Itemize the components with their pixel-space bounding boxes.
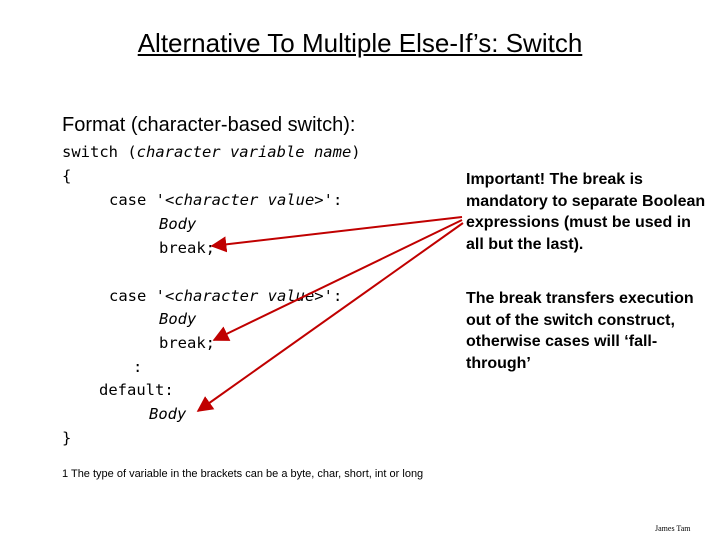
code-line-case-1: case '<character value>': — [109, 188, 342, 212]
code-line-body-1: Body — [159, 215, 197, 233]
code-line-default: default: — [99, 381, 174, 399]
switch-argument: character variable name — [136, 143, 352, 161]
note-break-mandatory: Important! The break is mandatory to sep… — [466, 171, 706, 253]
arrow-to-default-body — [196, 222, 464, 412]
slide-title: Alternative To Multiple Else-If’s: Switc… — [137, 28, 583, 58]
switch-close-paren: ) — [351, 143, 361, 161]
code-line-switch: switch (character variable name) — [62, 140, 361, 164]
case-keyword: case ' — [109, 191, 165, 209]
arrow-to-break-1 — [210, 216, 463, 253]
code-line-body-3: Body — [149, 405, 187, 423]
case-keyword: case ' — [109, 287, 165, 305]
code-line-body-2: Body — [159, 310, 197, 328]
case-end: ': — [323, 191, 343, 209]
format-subtitle: Format (character-based switch): — [62, 114, 356, 136]
code-line-open-brace: { — [62, 167, 72, 185]
case-value: <character value> — [165, 191, 324, 209]
note-break-transfers: The break transfers execution out of the… — [466, 290, 694, 372]
footnote: 1 The type of variable in the brackets c… — [62, 468, 424, 480]
code-line-close-brace: } — [62, 429, 72, 447]
code-line-case-2: case '<character value>': — [109, 284, 342, 308]
code-line-break-1: break; — [159, 239, 215, 257]
code-line-ellipsis: : — [133, 358, 143, 376]
case-end: ': — [323, 287, 343, 305]
author-credit: James Tam — [655, 524, 691, 533]
switch-keyword: switch ( — [62, 143, 137, 161]
code-line-break-2: break; — [159, 334, 215, 352]
case-value: <character value> — [165, 287, 324, 305]
arrow-to-break-2 — [212, 219, 463, 341]
